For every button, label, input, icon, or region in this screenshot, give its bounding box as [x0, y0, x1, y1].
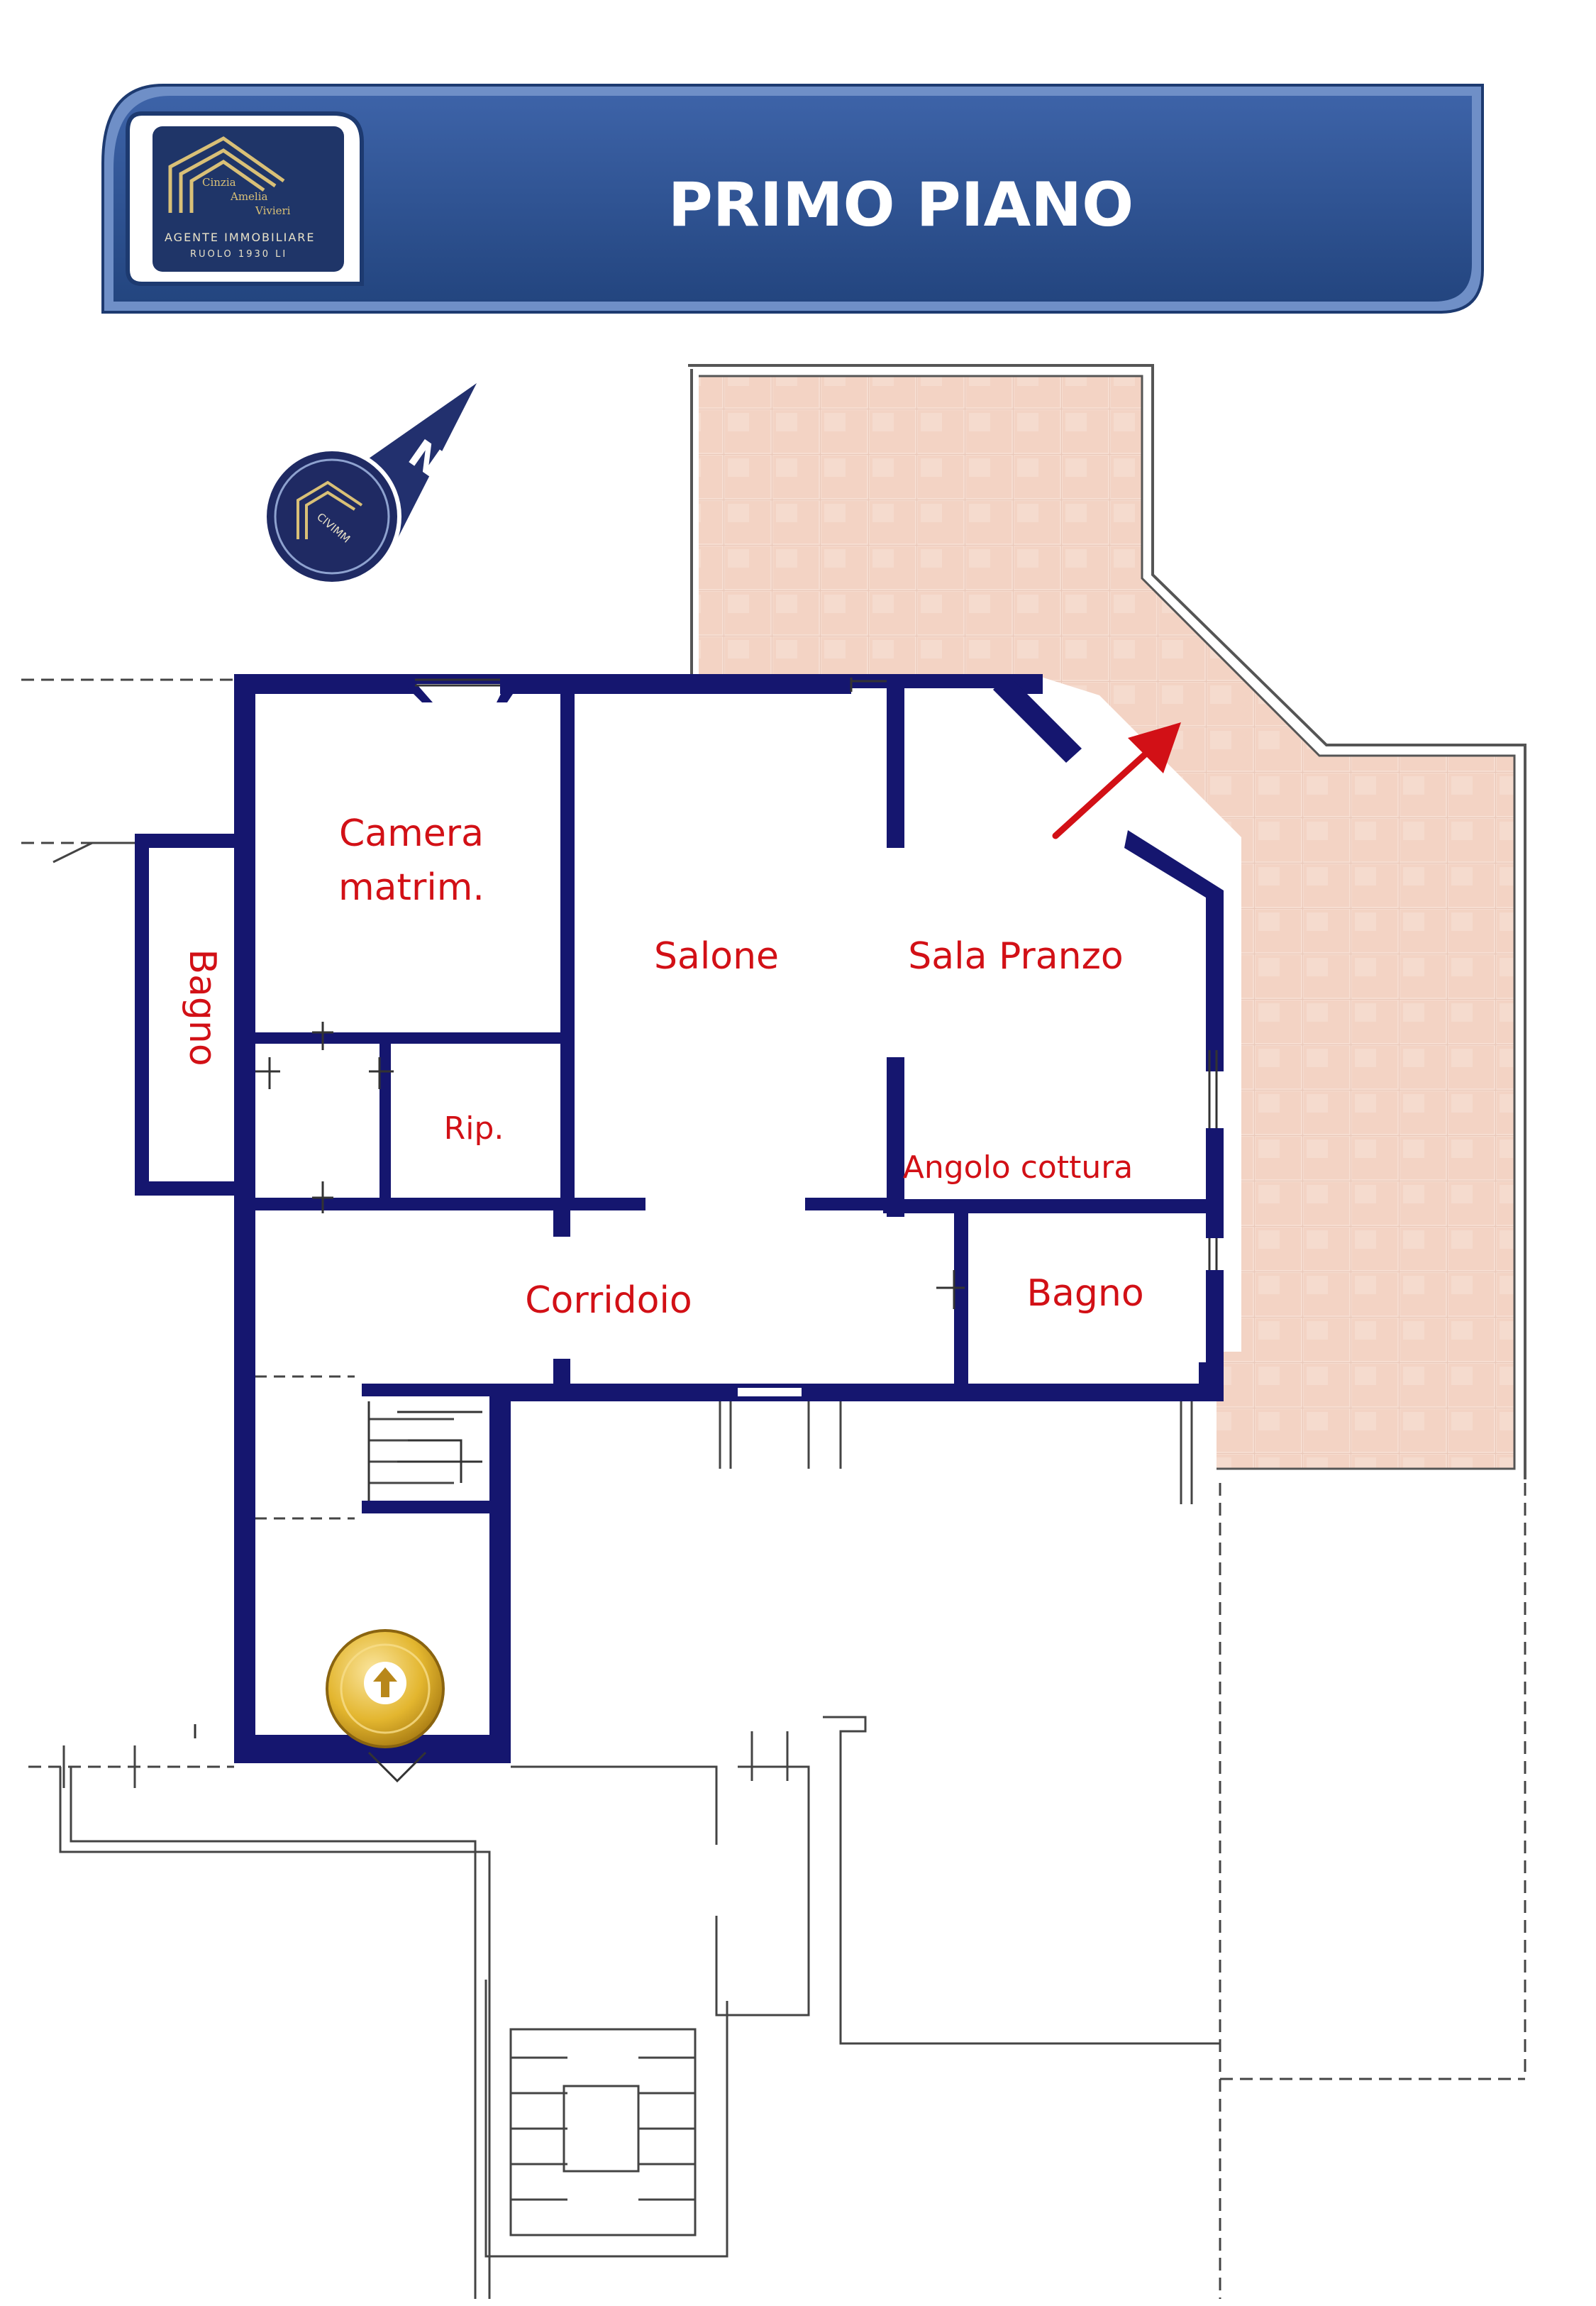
up-arrow-circle-icon [326, 1629, 445, 1748]
room-camera-matrim-line1: Camera [339, 812, 484, 855]
surrounding-lines [21, 678, 1526, 2299]
header-banner: Cinzia Amelia Vivieri AGENTE IMMOBILIARE… [101, 84, 1484, 314]
room-bagno-right: Bagno [1026, 1272, 1143, 1315]
walls [135, 674, 1224, 1763]
room-rip: Rip. [444, 1110, 504, 1147]
door-marks [194, 678, 1218, 1783]
room-corridoio: Corridoio [525, 1279, 692, 1322]
agency-logo: Cinzia Amelia Vivieri AGENTE IMMOBILIARE… [126, 111, 364, 286]
page-title: PRIMO PIANO [668, 170, 1134, 241]
room-bagno-left: Bagno [181, 949, 223, 1066]
logo-name-1: Cinzia [202, 176, 236, 189]
room-camera-matrim-line2: matrim. [338, 866, 484, 909]
room-labels: Camera matrim. Bagno Salone Sala Pranzo … [181, 812, 1144, 1322]
terrace [688, 364, 1526, 1479]
logo-registration: RUOLO 1930 LI [190, 249, 287, 260]
logo-role: AGENTE IMMOBILIARE [165, 231, 316, 244]
room-salone: Salone [654, 935, 779, 978]
room-angolo-cottura: Angolo cottura [903, 1149, 1134, 1186]
logo-name-3: Vivieri [255, 204, 291, 217]
room-sala-pranzo: Sala Pranzo [908, 935, 1123, 978]
north-compass: N CIVIMM [262, 383, 477, 586]
red-arrow-icon [1052, 722, 1181, 839]
logo-name-2: Amelia [230, 190, 268, 203]
